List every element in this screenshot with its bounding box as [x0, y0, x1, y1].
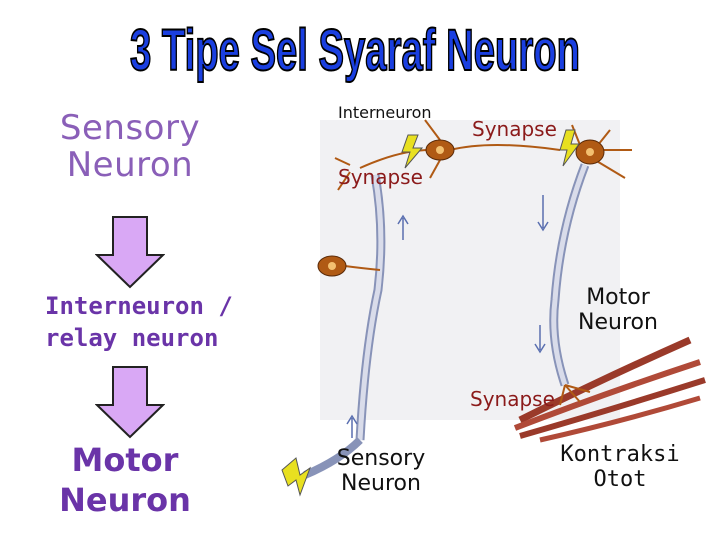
- label-sensory-neuron-line1: Sensory: [336, 446, 426, 471]
- interneuron-nucleus: [436, 146, 444, 154]
- motor-end-plate: [559, 384, 591, 406]
- label-sensory-neuron: Sensory Neuron: [326, 446, 436, 497]
- label-motor-neuron-line2: Neuron: [578, 310, 658, 336]
- label-synapse-top-right: Synapse: [472, 117, 557, 141]
- direction-arrow-down-2: [534, 325, 546, 354]
- label-muscle-contraction: Kontraksi Otot: [550, 442, 690, 493]
- sensory-neuron-nucleus: [328, 262, 336, 270]
- flow-motor-neuron: Motor Neuron: [59, 441, 191, 519]
- label-muscle-line1: Kontraksi: [560, 442, 680, 467]
- label-synapse-bottom: Synapse: [470, 387, 555, 411]
- label-muscle-line2: Otot: [593, 467, 647, 493]
- label-motor-neuron-line1: Motor: [586, 285, 650, 310]
- flow-interneuron-line2: relay neuron: [45, 324, 219, 353]
- sensory-axon-core: [357, 174, 384, 441]
- interneuron-cell: [334, 119, 561, 191]
- direction-arrow-up: [397, 214, 409, 240]
- down-arrow-2: [95, 366, 165, 439]
- direction-arrow-up-2: [346, 414, 358, 438]
- sensory-lower-axon: [303, 437, 363, 479]
- flow-interneuron: Interneuron / relay neuron: [45, 290, 245, 355]
- label-interneuron: Interneuron: [338, 103, 432, 122]
- impulse-icon-2: [559, 129, 580, 167]
- down-arrow-1: [95, 216, 165, 289]
- page-title: 3 Tipe Sel Syaraf Neuron: [130, 18, 580, 83]
- sensory-branch: [344, 265, 381, 271]
- flow-sensory-neuron: Sensory Neuron: [59, 108, 201, 186]
- label-motor-neuron: Motor Neuron: [568, 285, 668, 336]
- flow-interneuron-line1: Interneuron /: [45, 292, 233, 320]
- impulse-icon-1: [401, 134, 424, 169]
- motor-axon-core: [551, 164, 588, 386]
- stimulus-icon: [281, 457, 312, 497]
- motor-neuron-nucleus: [586, 148, 594, 156]
- title-graphic: 3 Tipe Sel Syaraf Neuron: [129, 17, 581, 84]
- label-sensory-neuron-line2: Neuron: [341, 471, 421, 497]
- muscle-fibers: [513, 336, 706, 443]
- label-synapse-top-left: Synapse: [338, 165, 423, 189]
- direction-arrow-down-1: [537, 195, 549, 232]
